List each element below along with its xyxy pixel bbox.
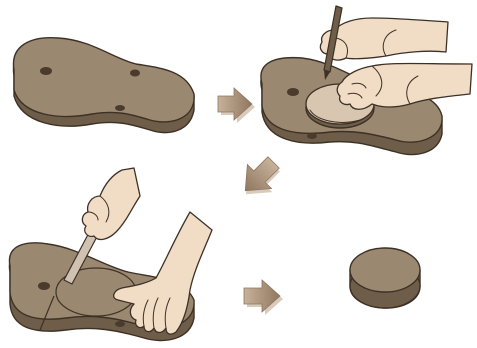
arrow-step2-to-step3: [232, 150, 288, 206]
board-hole: [115, 321, 125, 327]
foam-disc: [350, 248, 420, 308]
board-top: [13, 38, 194, 122]
board-hole: [287, 88, 299, 96]
step-1-panel: [13, 38, 194, 133]
board-hole: [115, 105, 125, 111]
arrow-step1-to-step2: [218, 88, 255, 123]
holding-hand: [337, 64, 472, 110]
arrow-step3-to-step4: [244, 280, 283, 315]
board-hole: [307, 133, 317, 139]
step-2-panel: [261, 6, 472, 155]
knife-hand: [82, 168, 140, 239]
board-hole: [130, 70, 140, 77]
step-4-panel: [350, 248, 420, 308]
step-3-panel: [9, 168, 212, 341]
foam-board: [13, 38, 194, 133]
board-hole: [40, 67, 52, 75]
board-hole: [38, 282, 50, 290]
